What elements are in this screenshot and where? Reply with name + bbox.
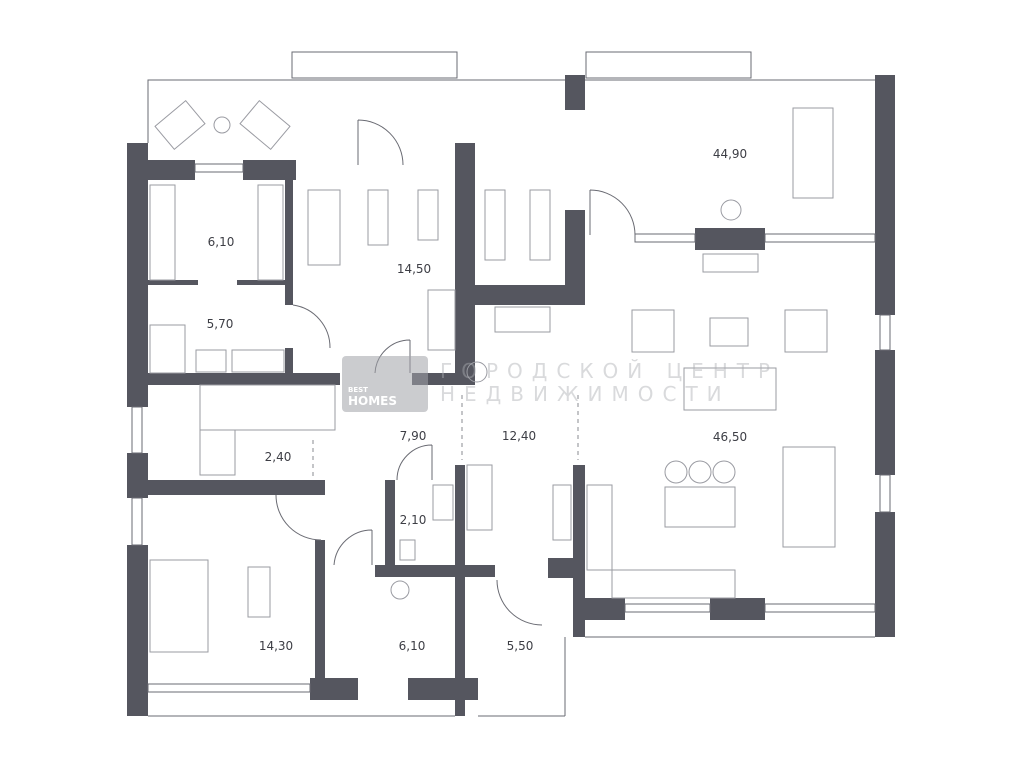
walls — [127, 75, 895, 716]
terrace-outline — [147, 51, 875, 717]
room-area-living-kitchen: 46,50 — [712, 430, 748, 444]
room-area-laundry: 6,10 — [398, 639, 426, 653]
room-area-bedroom: 14,30 — [258, 639, 294, 653]
room-area-wardrobe: 6,10 — [207, 235, 235, 249]
room-area-terrace: 44,90 — [712, 147, 748, 161]
windows — [131, 163, 891, 693]
room-area-stairs: 2,40 — [264, 450, 292, 464]
room-area-bathroom: 5,70 — [206, 317, 234, 331]
logo-small-text: BEST — [348, 386, 368, 394]
furniture — [149, 99, 836, 653]
watermark-line2: НЕДВИЖИМОСТИ — [440, 382, 731, 406]
room-area-hall: 7,90 — [399, 429, 427, 443]
doors — [275, 119, 636, 626]
best-homes-logo: BEST HOMES — [342, 356, 428, 412]
room-area-corridor: 12,40 — [501, 429, 537, 443]
watermark-line1: ГОРОДСКОЙ ЦЕНТР — [440, 359, 780, 383]
logo-big-text: HOMES — [348, 394, 398, 408]
watermark: ГОРОДСКОЙ ЦЕНТР НЕДВИЖИМОСТИ — [440, 360, 779, 406]
room-area-wc: 2,10 — [399, 513, 427, 527]
room-area-entrance: 5,50 — [506, 639, 534, 653]
room-area-gym: 14,50 — [396, 262, 432, 276]
